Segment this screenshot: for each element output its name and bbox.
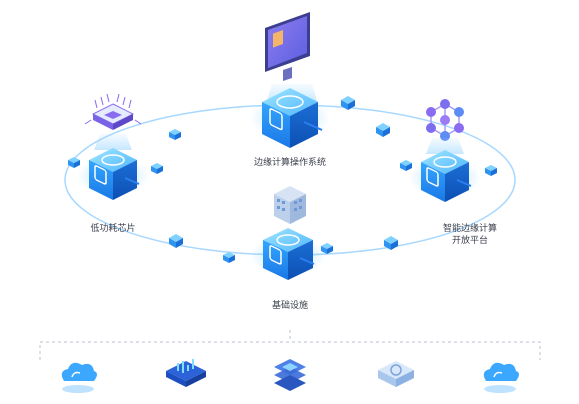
small-cube-icon: [400, 160, 412, 171]
small-cube-icon: [169, 234, 183, 248]
node-label-low-power-chip: 低功耗芯片: [90, 224, 136, 234]
platform-cube-icon: [409, 150, 481, 202]
chip-icon: [84, 93, 142, 130]
cloud-icon: [61, 362, 97, 393]
chip-stack-icon: [378, 361, 414, 387]
small-cube-icon: [384, 236, 398, 250]
node-label-platform: 智能边缘计算 开放平台: [430, 223, 510, 247]
node-label-infrastructure: 基础设施: [271, 301, 308, 311]
small-cube-icon: [341, 96, 355, 110]
chip-cube-icon: [77, 148, 149, 200]
node-label-edge-os: 边缘计算操作系统: [253, 158, 326, 168]
layers-icon: [274, 359, 306, 391]
node-label-platform-line1: 智能边缘计算: [442, 224, 497, 234]
small-cube-icon: [68, 157, 80, 168]
bottom-bracket: [39, 330, 541, 360]
edge-os-cube-icon: [250, 88, 330, 148]
light-beam: [426, 138, 464, 154]
small-cube-icon: [485, 165, 497, 176]
monitor-icon: [265, 12, 310, 81]
dashboard-icon: [166, 359, 206, 387]
infrastructure-cube-icon: [250, 228, 326, 280]
small-cube-icon: [376, 123, 390, 137]
small-cube-icon: [223, 252, 235, 263]
small-cube-icon: [169, 129, 181, 140]
node-label-platform-line2: 开放平台: [451, 236, 488, 246]
light-beam: [94, 134, 132, 150]
cloud-icon: [483, 362, 519, 393]
network-node-icon: [426, 99, 464, 141]
building-icon: [274, 186, 306, 224]
small-cube-icon: [151, 163, 163, 174]
